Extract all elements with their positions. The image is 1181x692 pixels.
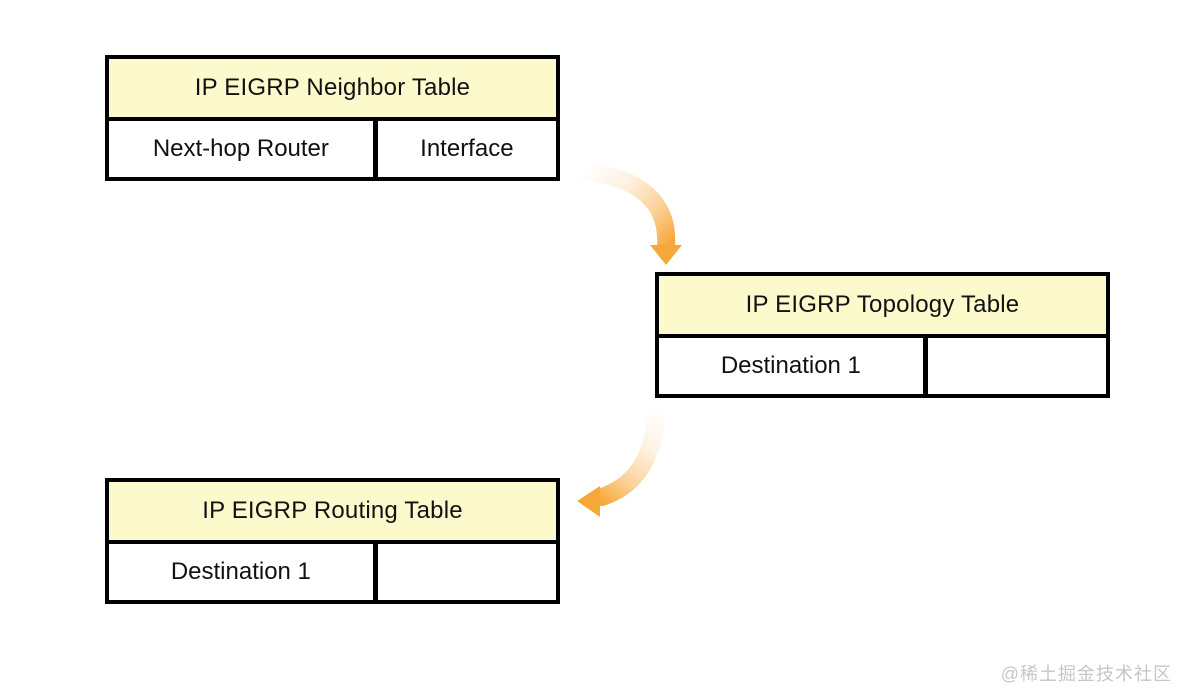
neighbor-table-cell-nexthop: Next-hop Router [109, 121, 373, 177]
curved-arrow-down-icon [574, 163, 682, 265]
routing-table-cell-empty [372, 544, 556, 600]
topology-table-title: IP EIGRP Topology Table [659, 276, 1106, 338]
routing-table-title: IP EIGRP Routing Table [109, 482, 556, 544]
routing-table-cell-destination: Destination 1 [109, 544, 373, 600]
neighbor-table-row: Next-hop Router Interface [109, 121, 556, 177]
watermark: @稀土掘金技术社区 [1000, 664, 1172, 684]
topology-table-cell-destination: Destination 1 [659, 338, 923, 394]
neighbor-table-title: IP EIGRP Neighbor Table [109, 59, 556, 121]
topology-table-cell-empty [922, 338, 1106, 394]
topology-table: IP EIGRP Topology Table Destination 1 [655, 272, 1110, 398]
routing-table-row: Destination 1 [109, 544, 556, 600]
neighbor-table-cell-interface: Interface [372, 121, 556, 177]
topology-table-row: Destination 1 [659, 338, 1106, 394]
neighbor-table: IP EIGRP Neighbor Table Next-hop Router … [105, 55, 560, 181]
routing-table: IP EIGRP Routing Table Destination 1 [105, 478, 560, 604]
curved-arrow-left-icon [577, 403, 666, 517]
